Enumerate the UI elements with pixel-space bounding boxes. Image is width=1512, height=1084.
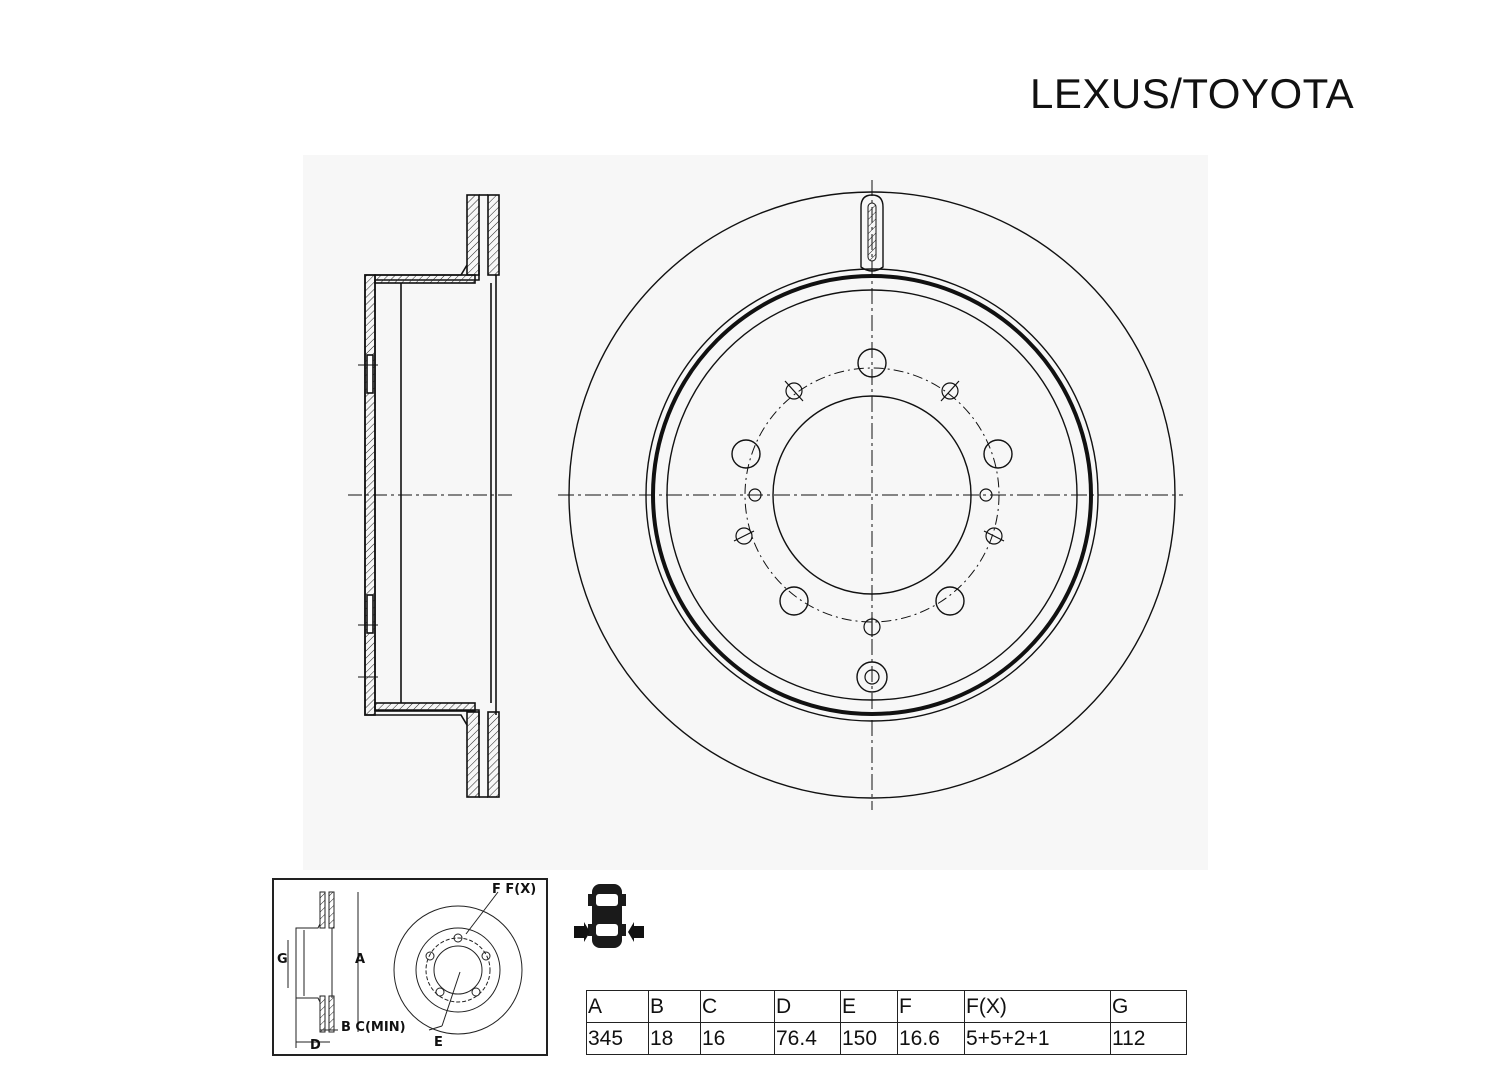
spec-header-cell: A bbox=[586, 990, 649, 1023]
spec-header-cell: C bbox=[700, 990, 775, 1023]
legend-label-b-cmin: B C(MIN) bbox=[341, 1020, 406, 1035]
spec-header-cell: D bbox=[774, 990, 841, 1023]
brake-disc-drawing bbox=[303, 155, 1208, 870]
spec-value-cell: 16 bbox=[700, 1022, 775, 1055]
spec-header-cell: F bbox=[897, 990, 965, 1023]
spec-header-cell: E bbox=[840, 990, 898, 1023]
spec-header-cell: F(X) bbox=[964, 990, 1111, 1023]
legend-svg bbox=[287, 891, 523, 1048]
spec-header-row: A B C D E F F(X) G bbox=[586, 990, 1187, 1023]
spec-table: A B C D E F F(X) G 345 18 16 76.4 150 16… bbox=[586, 990, 1187, 1055]
legend-label-f-fx: F F(X) bbox=[492, 882, 537, 897]
spec-value-cell: 5+5+2+1 bbox=[964, 1022, 1111, 1055]
side-section-view bbox=[348, 194, 513, 798]
spec-value-cell: 150 bbox=[840, 1022, 898, 1055]
brand-title: LEXUS/TOYOTA bbox=[1030, 70, 1355, 117]
spec-value-cell: 18 bbox=[648, 1022, 701, 1055]
spec-value-cell: 76.4 bbox=[774, 1022, 841, 1055]
legend-label-a: A bbox=[355, 952, 366, 967]
spec-value-cell: 16.6 bbox=[897, 1022, 965, 1055]
spec-value-row: 345 18 16 76.4 150 16.6 5+5+2+1 112 bbox=[586, 1022, 1187, 1055]
legend-label-g: G bbox=[277, 952, 288, 967]
legend-label-e: E bbox=[434, 1035, 443, 1050]
spec-value-cell: 345 bbox=[586, 1022, 649, 1055]
spec-header-cell: G bbox=[1110, 990, 1187, 1023]
dimension-legend: F F(X) G A B C(MIN) D E bbox=[272, 878, 548, 1056]
spec-header-cell: B bbox=[648, 990, 701, 1023]
spec-value-cell: 112 bbox=[1110, 1022, 1187, 1055]
car-rear-axle-icon bbox=[572, 880, 646, 957]
legend-label-d: D bbox=[310, 1038, 321, 1053]
brake-disc-svg bbox=[348, 180, 1183, 810]
front-face-view bbox=[558, 180, 1183, 810]
